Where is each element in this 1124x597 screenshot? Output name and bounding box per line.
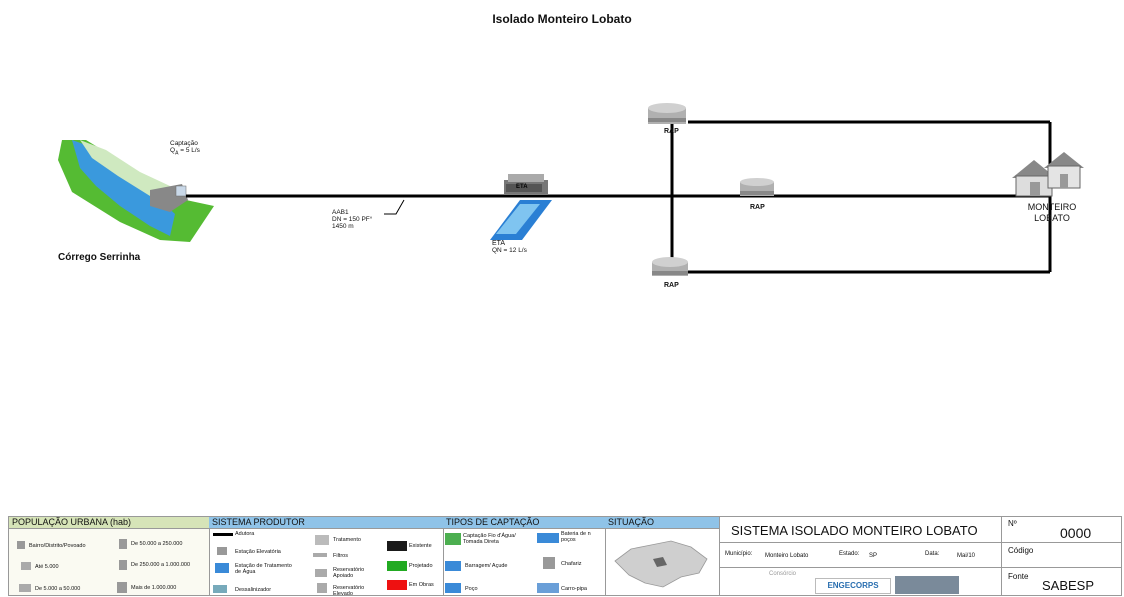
legend-sistema-item: Estação Elevatória bbox=[235, 549, 281, 555]
numero-cell: Nº 0000 bbox=[1002, 517, 1121, 543]
filtros-icon bbox=[313, 553, 327, 557]
legend-tipos-item: Chafariz bbox=[561, 561, 582, 567]
estado-value: SP bbox=[869, 553, 878, 559]
legend-tipos-header: TIPOS DE CAPTAÇÃO bbox=[443, 517, 605, 529]
numero-label: Nº bbox=[1008, 519, 1017, 528]
eta-label: ETA QN = 12 L/s bbox=[492, 240, 527, 254]
legend-pop-item: Bairro/Distrito/Povoado bbox=[29, 543, 86, 549]
legend-pop-item: De 250.000 a 1.000.000 bbox=[131, 562, 191, 568]
rap-bottom-icon bbox=[652, 257, 688, 276]
bateria-pocos-icon bbox=[537, 533, 559, 543]
legend-sistema-item: Reservatório Apoiado bbox=[333, 567, 365, 579]
data-label: Data: bbox=[925, 551, 940, 557]
dessalinizador-icon bbox=[213, 585, 227, 593]
source-landscape-icon bbox=[58, 140, 214, 242]
system-title: SISTEMA ISOLADO MONTEIRO LOBATO bbox=[731, 523, 978, 538]
legend-panel: POPULAÇÃO URBANA (hab) Bairro/Distrito/P… bbox=[8, 516, 1122, 597]
legend-situacao: SITUAÇÃO bbox=[605, 517, 720, 595]
source-name: Córrego Serrinha bbox=[58, 252, 141, 263]
legend-pop-item: Até 5.000 bbox=[35, 564, 59, 570]
title-block-header: SISTEMA ISOLADO MONTEIRO LOBATO bbox=[719, 517, 1002, 543]
eta-icon-label: ETA bbox=[516, 184, 528, 190]
status-label-existente: Existente bbox=[409, 543, 432, 549]
codigo-cell: Código bbox=[1002, 543, 1121, 568]
legend-tipos-item: Carro-pipa bbox=[561, 586, 587, 592]
municipio-value: Monteiro Lobato bbox=[765, 553, 809, 559]
carro-pipa-icon bbox=[537, 583, 559, 593]
city-houses-icon bbox=[1012, 152, 1084, 197]
consorcio-label: Consórcio bbox=[769, 571, 797, 577]
legend-sistema-item: Tratamento bbox=[333, 537, 361, 543]
data-value: Mai/10 bbox=[957, 553, 976, 559]
engecorps-logo: ENGECORPS bbox=[815, 578, 891, 594]
house-icon bbox=[19, 584, 31, 592]
captacao-label: Captação QA = 5 L/s bbox=[170, 140, 200, 157]
title-block-info: Município: Monteiro Lobato Estado: SP Da… bbox=[719, 543, 1002, 568]
rap-label-top: RAP bbox=[664, 128, 679, 135]
diagram-title: Isolado Monteiro Lobato bbox=[492, 12, 632, 26]
legend-sistema-item: Filtros bbox=[333, 553, 348, 559]
legend-sistema: SISTEMA PRODUTOR Adutora Estação Elevató… bbox=[209, 517, 444, 597]
status-swatch-existente bbox=[387, 541, 407, 551]
codigo-label: Código bbox=[1008, 546, 1034, 555]
pipe-label: AAB1 DN = 150 PF° 1450 m bbox=[332, 209, 373, 230]
status-label-em-obras: Em Obras bbox=[409, 582, 434, 588]
house-icon bbox=[17, 541, 25, 549]
legend-tipos-item: Bateria de n poços bbox=[561, 531, 591, 543]
legend-sistema-item: Adutora bbox=[235, 531, 255, 537]
reservatorio-apoiado-icon bbox=[315, 569, 327, 577]
poco-icon bbox=[445, 583, 461, 593]
status-label-projetado: Projetado bbox=[409, 563, 433, 569]
city-label: MONTEIRO LOBATO bbox=[1027, 202, 1077, 223]
rap-label-bottom: RAP bbox=[664, 282, 679, 289]
chafariz-icon bbox=[543, 557, 555, 569]
legend-tipos-item: Poço bbox=[465, 586, 478, 592]
schematic bbox=[58, 103, 1084, 276]
legend-sistema-item: Estação de Tratamento de Água bbox=[235, 563, 292, 575]
rap-label-middle: RAP bbox=[750, 204, 765, 211]
situacao-map-icon bbox=[614, 540, 708, 588]
numero-value: 0000 bbox=[1060, 525, 1092, 541]
adutora-icon bbox=[213, 533, 233, 536]
building-icon bbox=[119, 560, 127, 570]
legend-sistema-item: Dessalinizador bbox=[235, 587, 272, 593]
legend-tipos-item: Barragem/ Açude bbox=[465, 563, 508, 569]
partner-logo bbox=[895, 576, 959, 594]
municipio-label: Município: bbox=[725, 551, 753, 557]
legend-tipos: TIPOS DE CAPTAÇÃO Captação Fio d'Água/ T… bbox=[443, 517, 606, 595]
legend-situacao-header: SITUAÇÃO bbox=[605, 517, 719, 529]
fonte-value: SABESP bbox=[1042, 578, 1095, 593]
legend-tipos-item: Captação Fio d'Água/ Tomada Direta bbox=[463, 533, 516, 545]
building-icon bbox=[119, 539, 127, 549]
legend-populacao-header: POPULAÇÃO URBANA (hab) bbox=[9, 517, 209, 529]
estado-label: Estado: bbox=[839, 551, 860, 557]
eta-legend-icon bbox=[215, 563, 229, 573]
legend-sistema-header: SISTEMA PRODUTOR bbox=[209, 517, 443, 529]
status-swatch-em-obras bbox=[387, 580, 407, 590]
title-block-logos: Consórcio ENGECORPS bbox=[719, 568, 1002, 595]
pump-icon bbox=[217, 547, 227, 555]
house-icon bbox=[21, 562, 31, 570]
eta-icon bbox=[490, 174, 552, 240]
pipe-callout-leader bbox=[384, 199, 405, 215]
reservatorio-elevado-icon bbox=[317, 583, 327, 593]
tratamento-icon bbox=[315, 535, 329, 545]
legend-pop-item: De 50.000 a 250.000 bbox=[131, 541, 183, 547]
legend-populacao: POPULAÇÃO URBANA (hab) Bairro/Distrito/P… bbox=[9, 517, 210, 595]
legend-sistema-item: Reservatório Elevado bbox=[333, 585, 365, 597]
captacao-fio-dagua-icon bbox=[445, 533, 461, 545]
rap-top-icon bbox=[648, 103, 686, 124]
building-icon bbox=[117, 582, 127, 593]
legend-pop-item: Mais de 1.000.000 bbox=[131, 585, 177, 591]
fonte-cell: Fonte SABESP bbox=[1002, 568, 1121, 595]
legend-pop-item: De 5.000 a 50.000 bbox=[35, 586, 81, 592]
status-swatch-projetado bbox=[387, 561, 407, 571]
barragem-icon bbox=[445, 561, 461, 571]
rap-middle-icon bbox=[740, 178, 774, 196]
fonte-label: Fonte bbox=[1008, 572, 1029, 581]
